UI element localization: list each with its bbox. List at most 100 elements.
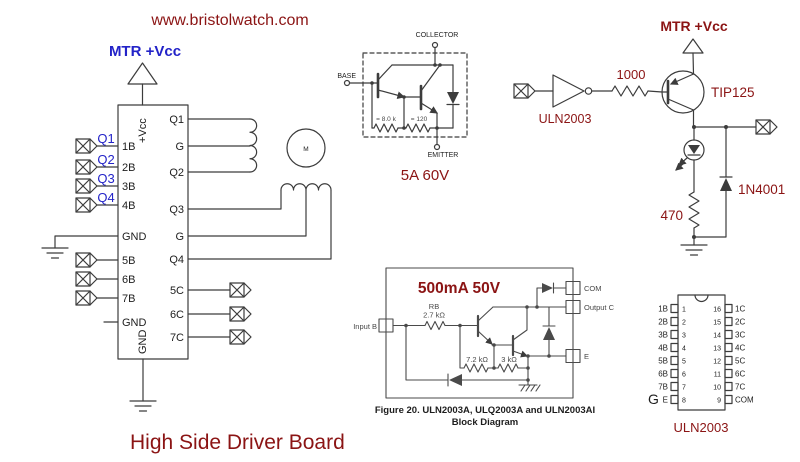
high-side-circuit: MTR +Vcc ULN2003 1000 TIP125 [513, 18, 785, 256]
pin-gnd1: GND [122, 231, 147, 243]
collector-terminal [431, 41, 439, 49]
clamp-diode-triangle [543, 327, 555, 340]
pin-4b: 4B [122, 200, 135, 212]
output-c-label: Output C [584, 303, 615, 312]
pin-gnd2: GND [122, 317, 147, 329]
flyback-diode-label: 1N4001 [738, 182, 785, 197]
led-resistor-value: 470 [660, 208, 683, 223]
uln-block-diagram: 500mA 50V Input B RB 2.7 kΩ 7.2 kΩ 3 kΩ [353, 267, 615, 428]
rb-name: RB [429, 302, 439, 311]
winding-b-wires [187, 189, 332, 260]
x-terminal-6c [229, 306, 252, 322]
dip-num-10: 10 [713, 385, 721, 392]
collector-label: COLLECTOR [416, 32, 459, 39]
rating-5a60v: 5A 60V [401, 167, 449, 184]
pin-g2: G [175, 231, 184, 243]
base-resistor-value: 1000 [617, 67, 646, 82]
pin-stub [670, 368, 679, 379]
rb-resistor-icon [424, 320, 446, 331]
inverter-bubble-icon [584, 87, 593, 95]
dip-label-1c: 1C [735, 305, 745, 314]
wire [647, 90, 663, 93]
pin-6b: 6B [122, 274, 135, 286]
pin-stub [670, 303, 679, 314]
ground-icon-right [680, 244, 708, 256]
tip125-transistor-icon [661, 70, 705, 114]
t2-emitter-arrow [420, 102, 438, 114]
ground-icon-left [41, 247, 69, 259]
site-title: www.bristolwatch.com [150, 12, 308, 29]
ic-bottom-pin-label: GND [137, 330, 149, 355]
dip-num-7: 7 [682, 385, 686, 392]
r-emitter-value: = 120 [411, 116, 428, 123]
r1-bottom-icon [463, 363, 489, 373]
led-resistor-icon [688, 191, 700, 229]
r2-bottom-value: 3 kΩ [501, 355, 517, 364]
dip-label-3c: 3C [735, 331, 745, 340]
junction-dot [547, 354, 551, 358]
x-terminal-7c [229, 329, 252, 345]
ic-top-pin-label: +Vcc [137, 118, 149, 143]
input-label-q3: Q3 [97, 171, 114, 186]
x-terminal-q2 [75, 159, 98, 175]
ground-hatched-icon [518, 379, 541, 392]
pin-5c: 5C [170, 285, 184, 297]
input-b-label: Input B [353, 322, 377, 331]
bt1-collector [477, 306, 494, 322]
pin-stub [724, 342, 733, 353]
pin-7c: 7C [170, 332, 184, 344]
dashed-outline [362, 52, 468, 138]
figure-caption-line2: Block Diagram [452, 417, 519, 428]
input-diode-triangle [449, 374, 462, 386]
pin-q1: Q1 [169, 114, 184, 126]
dip-label-7b: 7B [658, 383, 668, 392]
diode-triangle [447, 92, 459, 104]
junction-dot [402, 126, 406, 130]
dip-label-e: E [663, 396, 668, 405]
pin-stub [724, 316, 733, 327]
r-base-value: = 8.0 k [376, 116, 396, 123]
pin-stub [670, 329, 679, 340]
junction-dot [525, 305, 529, 309]
mtr-vcc-label-right: MTR +Vcc [660, 18, 728, 34]
bt1-emitter-arrow [477, 330, 493, 345]
dip-label-6b: 6B [658, 370, 668, 379]
gnd-wire-left [54, 235, 119, 249]
uln2003-part-label: ULN2003 [674, 420, 729, 435]
pin-stub [724, 381, 733, 392]
transistor-emitter-arrow [669, 73, 695, 85]
input-terminals [75, 138, 119, 323]
x-terminal-q1 [75, 138, 98, 154]
pin-q3: Q3 [169, 204, 184, 216]
motor-icon [286, 128, 326, 168]
dip-num-3: 3 [682, 333, 686, 340]
led-ray-icon [675, 162, 685, 171]
x-terminal-5c [229, 282, 252, 298]
pin-stub [724, 303, 733, 314]
mtr-vcc-label-left: MTR +Vcc [109, 43, 181, 60]
motor-windings: M [187, 118, 332, 260]
collector-wire [692, 109, 757, 128]
dip-label-2b: 2B [658, 318, 668, 327]
junction-dot [433, 63, 437, 67]
pin-q4: Q4 [169, 254, 184, 266]
dip-label-3b: 3B [658, 331, 668, 340]
pin-stub [724, 355, 733, 366]
dip-num-9: 9 [717, 398, 721, 405]
dip-label-1b: 1B [658, 305, 668, 314]
bt2-emitter-arrow [512, 350, 529, 358]
junction-dot [438, 63, 442, 67]
wire [405, 324, 529, 381]
block-rating: 500mA 50V [418, 280, 501, 297]
r1-bottom-value: 7.2 kΩ [466, 355, 488, 364]
wire [536, 287, 543, 308]
resistor-120-icon [405, 123, 431, 133]
coil-a-icon [249, 118, 258, 173]
emitter-label: EMITTER [428, 152, 459, 159]
pin-7b: 7B [122, 293, 135, 305]
input-label-q4: Q4 [97, 190, 114, 205]
motor-label: M [303, 146, 308, 153]
r2-bottom-icon [497, 363, 519, 373]
com-label: COM [584, 284, 602, 293]
